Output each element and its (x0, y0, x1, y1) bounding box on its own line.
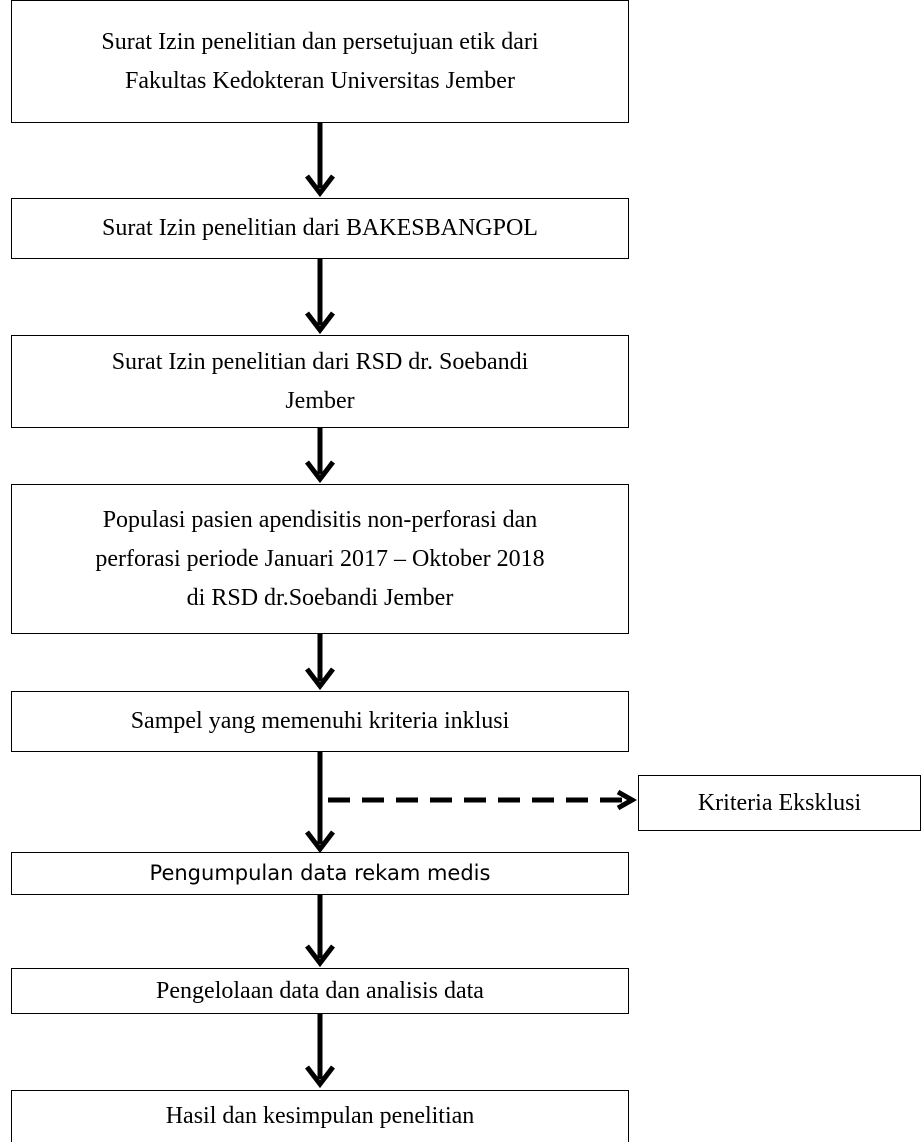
step-line: di RSD dr.Soebandi Jember (186, 584, 454, 611)
step-box-population: Populasi pasien apendisitis non-perforas… (11, 484, 629, 634)
arrow-6 (305, 895, 335, 968)
step-line: perforasi periode Januari 2017 – Oktober… (95, 545, 545, 572)
step-box-data-collection: Pengumpulan data rekam medis (11, 852, 629, 895)
step-box-sample: Sampel yang memenuhi kriteria inklusi (11, 691, 629, 752)
step-box-results: Hasil dan kesimpulan penelitian (11, 1090, 629, 1142)
arrow-7 (305, 1014, 335, 1089)
step-line: Sampel yang memenuhi kriteria inklusi (130, 708, 510, 734)
step-line: Hasil dan kesimpulan penelitian (165, 1103, 475, 1129)
step-line: Pengelolaan data dan analisis data (156, 977, 484, 1004)
arrow-1 (305, 123, 335, 198)
exclusion-line: Kriteria Eksklusi (697, 789, 862, 816)
step-line: Surat Izin penelitian dan persetujuan et… (101, 28, 539, 55)
arrow-3 (305, 428, 335, 484)
exclusion-box: Kriteria Eksklusi (638, 775, 921, 831)
arrow-2 (305, 259, 335, 335)
step-box-bakesbangpol-permit: Surat Izin penelitian dari BAKESBANGPOL (11, 198, 629, 259)
step-line: Fakultas Kedokteran Universitas Jember (125, 67, 515, 94)
step-line: Jember (285, 387, 355, 414)
step-box-hospital-permit: Surat Izin penelitian dari RSD dr. Soeba… (11, 335, 629, 428)
exclusion-arrow (328, 789, 638, 811)
step-line: Populasi pasien apendisitis non-perforas… (102, 506, 538, 533)
step-line: Surat Izin penelitian dari RSD dr. Soeba… (111, 348, 529, 375)
arrow-5 (305, 752, 335, 854)
arrow-4 (305, 634, 335, 691)
step-line: Surat Izin penelitian dari BAKESBANGPOL (102, 215, 538, 241)
step-box-ethics-permit: Surat Izin penelitian dan persetujuan et… (11, 0, 629, 123)
step-box-data-analysis: Pengelolaan data dan analisis data (11, 968, 629, 1014)
step-line: Pengumpulan data rekam medis (149, 861, 491, 885)
